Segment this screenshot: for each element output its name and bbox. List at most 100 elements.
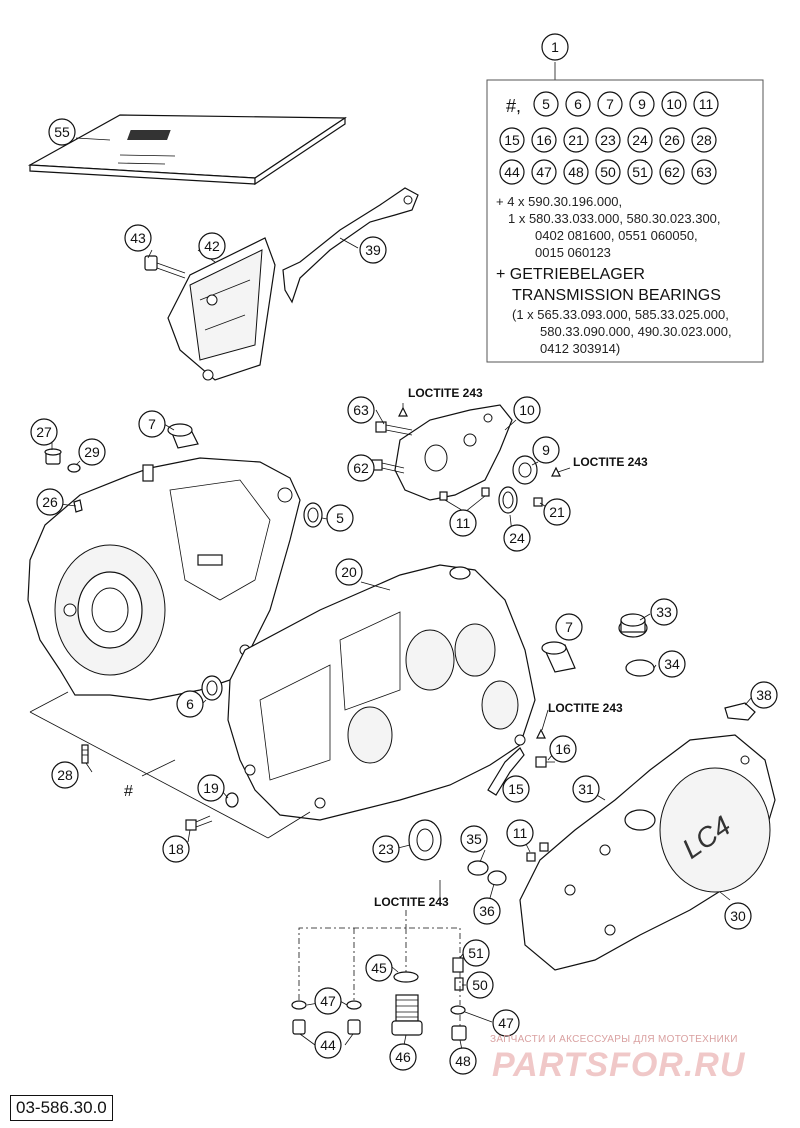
part-34-oring: [625, 659, 655, 677]
svg-text:9: 9: [542, 442, 550, 458]
svg-text:10: 10: [519, 402, 535, 418]
svg-text:15: 15: [504, 132, 520, 148]
note-bearings-1: (1 x 565.33.093.000, 585.33.025.000,: [512, 307, 729, 322]
group-hash-label: #: [124, 783, 133, 800]
callout-43: 43: [124, 224, 152, 252]
note-line-plus4: + 4 x 590.30.196.000,: [496, 194, 622, 209]
part-19-washer: [225, 792, 239, 808]
watermark-tagline: ЗАПЧАСТИ И АКСЕССУАРЫ ДЛЯ МОТОТЕХНИКИ: [490, 1034, 738, 1045]
loctite-marker-16: [536, 728, 546, 739]
note-ref-16: 16: [531, 127, 557, 153]
part-24-seal: [498, 486, 518, 514]
part-11-dowels-cover: [526, 842, 549, 862]
callout-47: 47: [314, 987, 342, 1015]
svg-text:24: 24: [632, 132, 648, 148]
note-bearings-2: 580.33.090.000, 490.30.023.000,: [540, 324, 732, 339]
note-ref-23: 23: [595, 127, 621, 153]
callout-20: 20: [335, 558, 363, 586]
callout-11: 11: [449, 509, 477, 537]
callout-55: 55: [48, 118, 76, 146]
note-ref-26: 26: [659, 127, 685, 153]
part-36-seal: [487, 870, 507, 886]
part-44-plugs: [292, 1019, 361, 1035]
svg-text:24: 24: [509, 530, 525, 546]
svg-text:55: 55: [54, 124, 70, 140]
svg-text:34: 34: [664, 656, 680, 672]
part-20-right-crankcase: [227, 564, 536, 821]
note-ref-51: 51: [627, 159, 653, 185]
part-51-screw: [452, 957, 464, 973]
part-42-sprocket-cover: [167, 237, 276, 381]
callout-18: 18: [162, 835, 190, 863]
svg-text:7: 7: [565, 619, 573, 635]
callout-15: 15: [502, 775, 530, 803]
part-35-oring: [467, 860, 489, 876]
note-ref-10: 10: [661, 91, 687, 117]
loctite-marker-63: [398, 406, 408, 417]
svg-text:28: 28: [696, 132, 712, 148]
svg-text:44: 44: [504, 164, 520, 180]
part-9-bearing: [512, 455, 538, 485]
note-ref-50: 50: [595, 159, 621, 185]
part-47-washers: [291, 1000, 466, 1015]
callout-50: 50: [466, 971, 494, 999]
svg-text:47: 47: [320, 993, 336, 1009]
part-27-plug: [44, 448, 62, 465]
part-29-oring: [67, 463, 81, 473]
callout-24: 24: [503, 524, 531, 552]
svg-text:23: 23: [600, 132, 616, 148]
callout-6: 6: [176, 690, 204, 718]
svg-text:31: 31: [578, 781, 594, 797]
callout-38: 38: [750, 681, 778, 709]
svg-text:29: 29: [84, 444, 100, 460]
callout-39: 39: [359, 236, 387, 264]
svg-text:11: 11: [456, 515, 471, 531]
callout-26: 26: [36, 488, 64, 516]
part-38-bracket: [724, 702, 756, 721]
svg-text:30: 30: [730, 908, 746, 924]
callout-19: 19: [197, 774, 225, 802]
loctite-label-63: LOCTITE 243: [408, 386, 483, 400]
callout-23: 23: [372, 835, 400, 863]
callout-44: 44: [314, 1031, 342, 1059]
svg-text:47: 47: [536, 164, 552, 180]
note-ref-7: 7: [597, 91, 623, 117]
svg-text:43: 43: [130, 230, 146, 246]
assembly-dash-lines: [298, 910, 461, 1026]
svg-text:50: 50: [472, 977, 488, 993]
note-ref-44: 44: [499, 159, 525, 185]
svg-text:5: 5: [542, 96, 550, 112]
svg-text:63: 63: [696, 164, 712, 180]
callout-36: 36: [473, 897, 501, 925]
svg-text:6: 6: [186, 696, 194, 712]
svg-text:21: 21: [568, 132, 584, 148]
svg-text:19: 19: [203, 780, 219, 796]
svg-text:26: 26: [42, 494, 58, 510]
callout-10: 10: [513, 396, 541, 424]
svg-text:38: 38: [756, 687, 772, 703]
note-ref-15: 15: [499, 127, 525, 153]
svg-text:42: 42: [204, 238, 220, 254]
part-18-screw: [185, 815, 213, 831]
svg-text:15: 15: [508, 781, 524, 797]
note-ref-47: 47: [531, 159, 557, 185]
part-7-bushing-right: [541, 641, 576, 673]
part-21-screw: [533, 497, 543, 507]
svg-text:11: 11: [513, 825, 528, 841]
callout-46: 46: [389, 1043, 417, 1071]
svg-text:45: 45: [371, 960, 387, 976]
callout-29: 29: [78, 438, 106, 466]
svg-text:51: 51: [632, 164, 648, 180]
svg-text:48: 48: [568, 164, 584, 180]
part-11-dowels-top: [439, 487, 490, 501]
part-46-filter: [391, 994, 423, 1036]
note-ref-24: 24: [627, 127, 653, 153]
svg-text:35: 35: [466, 831, 482, 847]
callout-48: 48: [449, 1047, 477, 1075]
note-ref-6: 6: [565, 91, 591, 117]
svg-text:16: 16: [536, 132, 552, 148]
svg-text:9: 9: [638, 96, 646, 112]
svg-text:7: 7: [148, 416, 156, 432]
watermark-brand: PARTSFOR.RU: [492, 1046, 746, 1084]
